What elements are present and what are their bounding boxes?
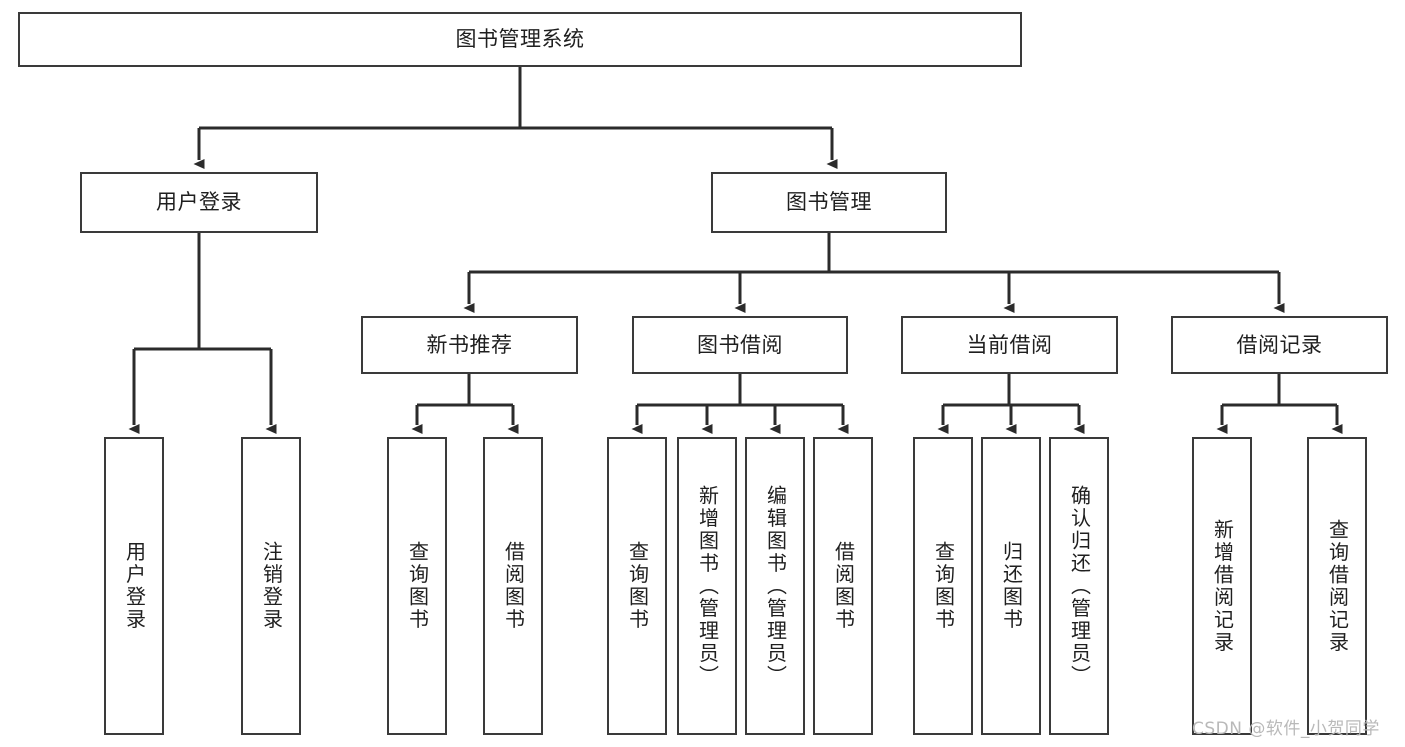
node-label: 新增借阅记录 xyxy=(1210,518,1235,654)
node-label: 归还图书 xyxy=(999,541,1024,631)
leaf-user-login[interactable]: 用户登录 xyxy=(104,437,164,735)
node-current-borrow[interactable]: 当前借阅 xyxy=(901,316,1118,374)
node-label: 编辑图书（管理员） xyxy=(763,484,788,688)
csdn-watermark: CSDN @软件_小贺同学 xyxy=(1192,719,1380,739)
node-user-login[interactable]: 用户登录 xyxy=(80,172,318,233)
leaf-add-borrow-record[interactable]: 新增借阅记录 xyxy=(1192,437,1252,735)
node-book-management[interactable]: 图书管理 xyxy=(711,172,947,233)
node-book-borrow[interactable]: 图书借阅 xyxy=(632,316,848,374)
leaf-query-book-current[interactable]: 查询图书 xyxy=(913,437,973,735)
leaf-add-book-admin[interactable]: 新增图书（管理员） xyxy=(677,437,737,735)
leaf-borrow-book-newbook[interactable]: 借阅图书 xyxy=(483,437,543,735)
node-borrow-record[interactable]: 借阅记录 xyxy=(1171,316,1388,374)
leaf-query-book-borrow[interactable]: 查询图书 xyxy=(607,437,667,735)
node-root-system[interactable]: 图书管理系统 xyxy=(18,12,1022,67)
node-label: 借阅图书 xyxy=(831,541,856,631)
node-label: 新书推荐 xyxy=(426,332,513,357)
node-label: 查询图书 xyxy=(625,541,650,631)
node-label: 查询图书 xyxy=(931,541,956,631)
node-label: 确认归还（管理员） xyxy=(1067,484,1092,688)
leaf-query-borrow-record[interactable]: 查询借阅记录 xyxy=(1307,437,1367,735)
node-label: 借阅记录 xyxy=(1236,332,1323,357)
node-label: 图书管理系统 xyxy=(455,27,585,52)
node-label: 查询图书 xyxy=(405,541,430,631)
leaf-query-book-newbook[interactable]: 查询图书 xyxy=(387,437,447,735)
node-label: 用户登录 xyxy=(156,190,242,215)
leaf-confirm-return-admin[interactable]: 确认归还（管理员） xyxy=(1049,437,1109,735)
node-new-book-recommend[interactable]: 新书推荐 xyxy=(361,316,578,374)
leaf-logout[interactable]: 注销登录 xyxy=(241,437,301,735)
node-label: 图书借阅 xyxy=(697,332,783,357)
leaf-borrow-book[interactable]: 借阅图书 xyxy=(813,437,873,735)
node-label: 注销登录 xyxy=(259,541,284,631)
node-label: 借阅图书 xyxy=(501,541,526,631)
leaf-return-book[interactable]: 归还图书 xyxy=(981,437,1041,735)
node-label: 查询借阅记录 xyxy=(1325,518,1350,654)
node-label: 图书管理 xyxy=(786,190,872,215)
node-label: 用户登录 xyxy=(122,541,147,631)
leaf-edit-book-admin[interactable]: 编辑图书（管理员） xyxy=(745,437,805,735)
node-label: 新增图书（管理员） xyxy=(695,484,720,688)
node-label: 当前借阅 xyxy=(966,332,1053,357)
